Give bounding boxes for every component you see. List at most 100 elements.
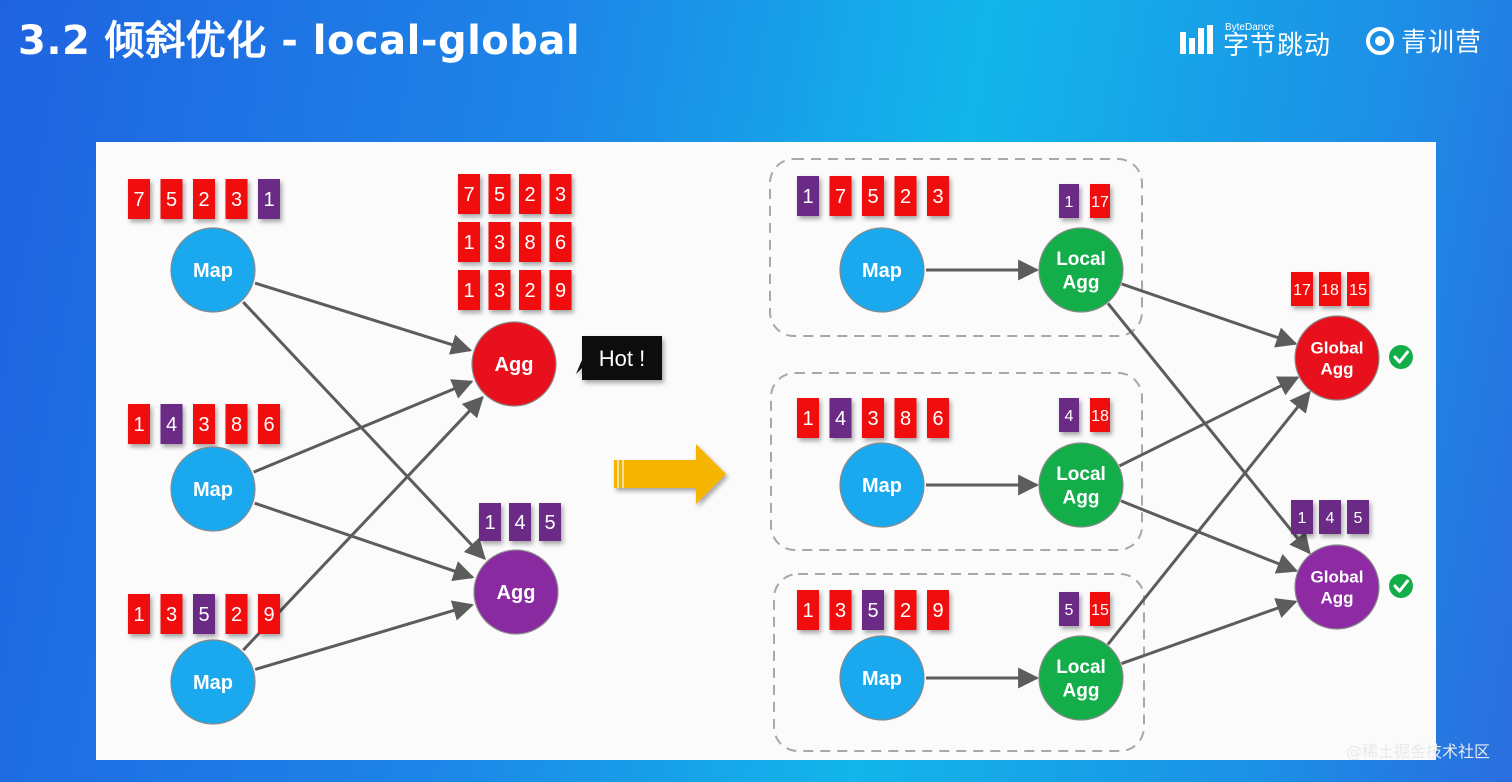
right-edge-0-1 [1106, 302, 1311, 555]
left-map-2-block-rect [225, 594, 248, 634]
left-map-0-circle [170, 227, 256, 313]
right-map-2-block: 1 [797, 590, 819, 630]
local-2-partial-block: 5 [1059, 592, 1079, 626]
left-agg-hot: Agg [471, 321, 557, 407]
left-map-0-block-rect [225, 179, 248, 219]
left-map-2-label: Map [193, 672, 233, 694]
purple-agg-block-rect [479, 503, 501, 541]
left-map-1-block-label: 8 [231, 414, 242, 436]
global-agg-1-block-label: 4 [1326, 510, 1335, 527]
hot-agg-block-rect [458, 222, 480, 262]
left-map-0-block-label: 7 [133, 189, 144, 211]
hot-agg-block-label: 2 [524, 184, 535, 206]
right-map-2-block-rect [797, 590, 819, 630]
local-2-partial-block: 15 [1090, 592, 1110, 626]
right-map-1-block-label: 4 [835, 408, 846, 430]
purple-agg-block-label: 4 [514, 512, 525, 534]
left-map-1-block-rect [193, 404, 215, 444]
check-icon [1389, 574, 1413, 598]
global-agg-1-block-label: 1 [1298, 510, 1307, 527]
right-map-0-block-label: 3 [932, 186, 943, 208]
local-1-partial-block-label: 18 [1091, 408, 1109, 425]
right-edge-1-0 [1118, 376, 1300, 468]
left-edge-0-0 [254, 281, 473, 355]
brand-small: ByteDance [1224, 21, 1274, 33]
left-map-1-block-rect [258, 404, 280, 444]
right-map-1-block-rect [927, 398, 949, 438]
right-map-0-label: Map [862, 260, 902, 282]
left-map-1-block-rect [225, 404, 248, 444]
right-map-0-block-rect [894, 176, 917, 216]
right-map-0-block-label: 5 [867, 186, 878, 208]
hot-agg-block-label: 3 [494, 280, 505, 302]
left-map-2-block-rect [258, 594, 280, 634]
right-map-1-block-rect [797, 398, 819, 438]
left-map-2-circle [170, 639, 256, 725]
left-map-1-block: 3 [193, 404, 215, 444]
right-map-2-block-label: 3 [835, 600, 846, 622]
left-map-0-block: 3 [225, 179, 248, 219]
left-map-1-block-rect [160, 404, 183, 444]
right-map-1-block-rect [894, 398, 917, 438]
local-agg-2-label: Local [1056, 657, 1106, 678]
right-map-0-block: 2 [894, 176, 917, 216]
left-edge-2-0 [242, 395, 484, 652]
left-map-0-block: 5 [160, 179, 183, 219]
left-map-0-block-label: 2 [198, 189, 209, 211]
right-map-2: Map [839, 635, 925, 721]
left-agg-purple-label: Agg [497, 582, 536, 604]
global-agg-0-block-label: 18 [1321, 282, 1339, 299]
right-map-1-label: Map [862, 475, 902, 497]
left-map-2: Map [170, 639, 256, 725]
left-map-1-block-label: 3 [198, 414, 209, 436]
local-1-partial-block-rect [1059, 398, 1079, 432]
left-map-2-block-rect [128, 594, 150, 634]
left-edge-0-1 [242, 301, 486, 561]
right-map-0: Map [839, 227, 925, 313]
purple-agg-block-rect [539, 503, 561, 541]
global-agg-0-label: Global [1311, 338, 1364, 357]
global-agg-1-block: 4 [1319, 500, 1341, 534]
right-map-0-block-label: 2 [900, 186, 911, 208]
left-map-1-block: 8 [225, 404, 248, 444]
bytedance-logo: ByteDance 字节跳动 [1179, 21, 1331, 59]
right-map-1-circle [839, 442, 925, 528]
right-map-2-block-rect [862, 590, 884, 630]
left-map-2-block-label: 2 [231, 604, 242, 626]
local-2-partial-block-label: 15 [1091, 602, 1109, 619]
left-map-1-block-rect [128, 404, 150, 444]
local-agg-2-circle [1038, 635, 1124, 721]
right-map-2-block: 2 [894, 590, 917, 630]
left-map-2-block: 1 [128, 594, 150, 634]
check-icon-tick [1393, 579, 1409, 593]
right-map-0-block: 3 [927, 176, 949, 216]
left-map-0-block: 1 [258, 179, 280, 219]
global-agg-0-label: Agg [1320, 360, 1353, 379]
right-map-2-block-label: 1 [802, 600, 813, 622]
hot-agg-block-rect [458, 174, 480, 214]
right-map-0-block-rect [829, 176, 852, 216]
right-map-2-block-rect [829, 590, 852, 630]
right-map-0-block-label: 7 [835, 186, 846, 208]
local-1-partial-block-rect [1090, 398, 1110, 432]
local-2-partial-block-rect [1059, 592, 1079, 626]
local-2-partial-block-rect [1090, 592, 1110, 626]
global-agg-0-block-rect [1347, 272, 1369, 306]
hot-agg-block-label: 3 [555, 184, 566, 206]
left-map-1-label: Map [193, 479, 233, 501]
check-icon-circle [1389, 345, 1413, 369]
hot-agg-block: 3 [488, 222, 511, 262]
hot-agg-block: 5 [488, 174, 511, 214]
left-edge-1-0 [253, 379, 474, 474]
global-agg-0-block-rect [1291, 272, 1313, 306]
hot-agg-block-rect [549, 174, 572, 214]
local-1-partial-block: 18 [1090, 398, 1110, 432]
hot-label: Hot ! [599, 346, 645, 371]
hot-agg-block: 2 [519, 174, 541, 214]
hot-agg-block: 3 [488, 270, 511, 310]
right-map-1: Map [839, 442, 925, 528]
